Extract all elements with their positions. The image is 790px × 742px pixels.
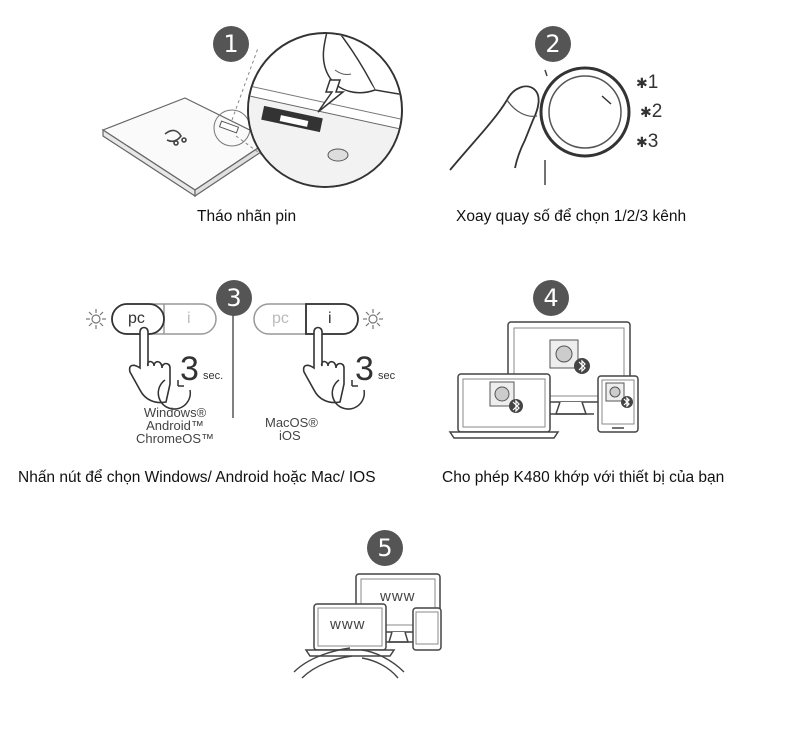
i-button-right	[253, 303, 359, 335]
dial-illustration	[449, 66, 631, 185]
step-2-caption: Xoay quay số để chọn 1/2/3 kênh	[456, 208, 687, 225]
os-android: Android™	[146, 418, 204, 433]
os-list-left: Windows® Android™ ChromeOS™	[115, 406, 235, 445]
os-button-illustration	[86, 303, 383, 418]
logo-icon	[164, 129, 187, 146]
www-label-laptop: www	[330, 616, 366, 633]
step-1: 1 Tháo nhãn pin	[0, 0, 403, 240]
bluetooth-icon: ✱	[640, 104, 652, 120]
step-2: ✱1 ✱2 ✱3 2 Xoay quay số để chọn 1/2/3 kê…	[395, 0, 790, 240]
i-label-right: i	[328, 310, 332, 327]
battery-tab-illustration	[101, 32, 403, 198]
channel-1: ✱1	[636, 72, 659, 93]
step-5: www www 5	[280, 520, 520, 680]
laptop-icon	[304, 603, 396, 657]
sec-label-left: sec.	[203, 370, 224, 382]
os-list-right: MacOS® iOS	[265, 416, 355, 442]
channel-2: ✱2	[640, 101, 663, 122]
os-ios: iOS	[279, 428, 301, 443]
step-1-badge: 1	[213, 26, 249, 62]
os-chromeos: ChromeOS™	[135, 431, 215, 446]
light-icon	[86, 309, 106, 329]
seconds-right: 3	[355, 350, 374, 388]
dial-icon	[539, 66, 631, 158]
step-3-caption: Nhấn nút để chọn Windows/ Android hoặc M…	[18, 469, 376, 486]
pc-button-left	[111, 303, 217, 335]
gear-icon	[489, 339, 625, 407]
devices-illustration	[448, 321, 639, 439]
www-devices-illustration	[293, 573, 442, 679]
os-macos: MacOS®	[265, 415, 318, 430]
seconds-left: 3	[180, 350, 199, 388]
step-4: 4 Cho phép K480 khớp với thiết bị của bạ…	[420, 270, 790, 500]
os-windows: Windows®	[143, 405, 207, 420]
step-2-badge: 2	[535, 26, 571, 62]
step-4-caption: Cho phép K480 khớp với thiết bị của bạn	[442, 469, 725, 486]
channel-3: ✱3	[636, 131, 659, 152]
finger-press-icon	[128, 326, 171, 404]
www-label-monitor: www	[380, 588, 416, 605]
step-3-badge: 3	[216, 280, 252, 316]
bluetooth-icon: ✱	[636, 75, 648, 91]
pc-label-right: pc	[272, 310, 289, 327]
step-1-caption: Tháo nhãn pin	[197, 208, 297, 225]
tablet-icon	[412, 607, 442, 651]
step-3: pc i pc i 3 sec. 3 sec Windows® Android™…	[0, 270, 440, 500]
sec-label-right: sec	[378, 370, 396, 382]
i-label-left: i	[187, 310, 191, 327]
step-5-badge: 5	[367, 530, 403, 566]
pc-label-left: pc	[128, 310, 145, 327]
bluetooth-icon: ✱	[636, 134, 648, 150]
step-4-badge: 4	[533, 280, 569, 316]
